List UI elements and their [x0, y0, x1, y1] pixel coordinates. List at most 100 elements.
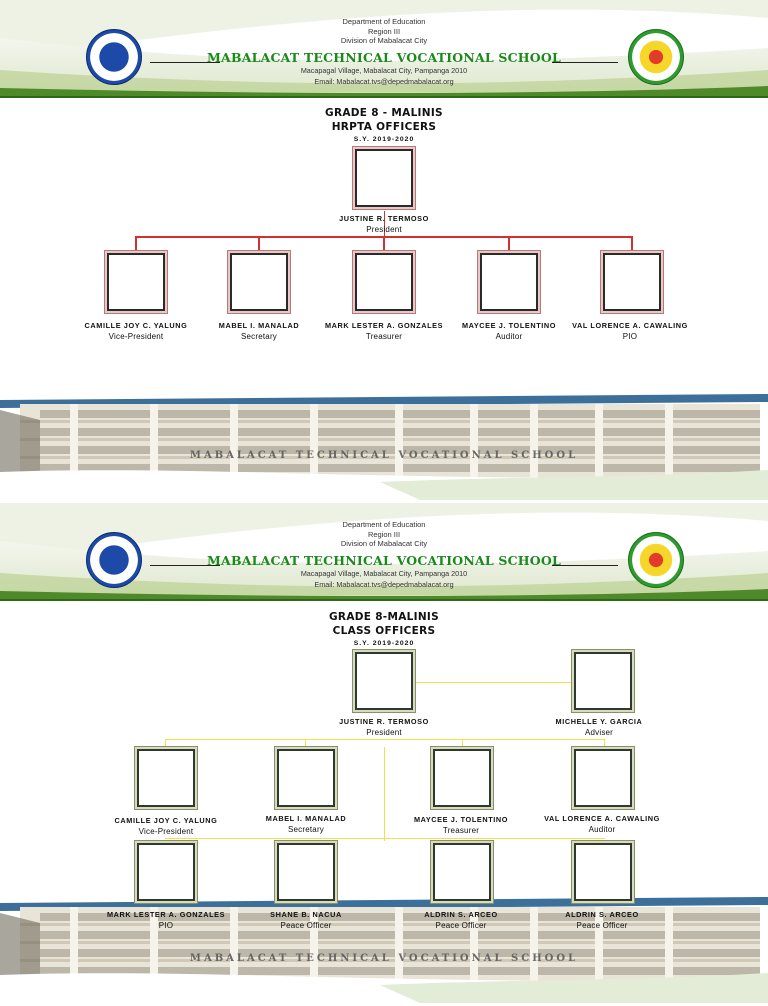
org-connector — [462, 739, 463, 749]
officer-card: VAL LORENCE A. CAWALING Auditor — [527, 813, 677, 835]
officer-name: VAL LORENCE A. CAWALING — [544, 814, 660, 823]
officer-name: CAMILLE JOY C. YALUNG — [114, 816, 218, 825]
officer-role: Auditor — [495, 332, 523, 341]
header-divider — [552, 62, 618, 63]
page-subtitle: CLASS OFFICERS — [332, 625, 436, 637]
officer-card: MAYCEE J. TOLENTINO Treasurer — [386, 814, 536, 836]
deped-seal-icon — [86, 532, 142, 588]
org-connector — [165, 739, 605, 740]
officer-role: Treasurer — [365, 332, 403, 341]
officer-card: MAYCEE J. TOLENTINO Auditor — [434, 320, 584, 342]
officer-name: SHANE B. NACUA — [270, 910, 342, 919]
officer-name: CAMILLE JOY C. YALUNG — [84, 321, 188, 330]
officer-card: CAMILLE JOY C. YALUNG Vice-President — [61, 320, 211, 342]
officer-name: MABEL I. MANALAD — [218, 321, 300, 330]
officer-card: MARK LESTER A. GONZALES Treasurer — [309, 320, 459, 342]
officer-role: PIO — [158, 921, 174, 930]
org-connector — [305, 739, 306, 749]
org-connector — [258, 236, 260, 253]
officer-photo-frame — [355, 652, 413, 710]
officer-card: SHANE B. NACUA Peace Officer — [231, 909, 381, 931]
org-connector — [165, 739, 166, 749]
deped-seal-icon — [86, 29, 142, 85]
letterhead-dept: Department of Education Region III Divis… — [0, 520, 768, 549]
officer-card: JUSTINE R. TERMOSO President — [309, 213, 459, 235]
org-connector — [384, 747, 385, 841]
officer-photo-frame — [137, 749, 195, 807]
officer-name: ALDRIN S. ARCEO — [424, 910, 498, 919]
page-subtitle: HRPTA OFFICERS — [331, 121, 437, 133]
officer-role: President — [366, 728, 402, 737]
officer-photo-frame — [433, 843, 491, 901]
officer-role: Peace Officer — [576, 921, 628, 930]
officer-role: Vice-President — [138, 827, 194, 836]
officer-photo-frame — [230, 253, 288, 311]
officer-photo-frame — [433, 749, 491, 807]
region-name: Region III — [367, 26, 401, 36]
officer-card: ALDRIN S. ARCEO Peace Officer — [527, 909, 677, 931]
officer-role: PIO — [622, 332, 638, 341]
division-name: Division of Mabalacat City — [340, 539, 428, 548]
org-connector — [631, 236, 633, 253]
school-seal-icon — [628, 532, 684, 588]
school-email: Email: Mabalacat.tvs@depedmabalacat.org — [314, 579, 454, 589]
region-name: Region III — [367, 529, 401, 539]
school-year: S.Y. 2019-2020 — [353, 136, 415, 143]
officer-card: ALDRIN S. ARCEO Peace Officer — [386, 909, 536, 931]
officer-photo-frame — [574, 652, 632, 710]
officer-name: MAYCEE J. TOLENTINO — [461, 321, 557, 330]
officer-role: Auditor — [588, 825, 616, 834]
officer-role: Peace Officer — [280, 921, 332, 930]
org-connector — [384, 211, 385, 236]
officer-name: JUSTINE R. TERMOSO — [339, 717, 429, 726]
page-title: GRADE 8 - MALINIS — [325, 107, 443, 119]
hrpta-officers-page: Department of Education Region III Divis… — [0, 0, 768, 500]
officer-name: ALDRIN S. ARCEO — [565, 910, 639, 919]
org-connector — [383, 236, 385, 253]
header-divider — [150, 62, 220, 63]
org-connector — [604, 739, 605, 749]
officer-photo-frame — [277, 843, 335, 901]
school-address: Macapagal Village, Mabalacat City, Pampa… — [300, 66, 468, 75]
page-title: GRADE 8-MALINIS — [329, 611, 439, 623]
officer-role: Secretary — [240, 332, 278, 341]
school-year: S.Y. 2019-2020 — [353, 640, 415, 647]
officer-name: MAYCEE J. TOLENTINO — [413, 815, 509, 824]
school-address: Macapagal Village, Mabalacat City, Pampa… — [300, 569, 468, 578]
officer-name: MARK LESTER A. GONZALES — [106, 910, 226, 919]
officer-photo-frame — [574, 843, 632, 901]
officer-name: MARK LESTER A. GONZALES — [324, 321, 444, 330]
header-divider — [552, 565, 618, 566]
officer-card: CAMILLE JOY C. YALUNG Vice-President — [91, 815, 241, 837]
officer-role: President — [366, 225, 402, 234]
officer-name: JUSTINE R. TERMOSO — [339, 214, 429, 223]
officer-photo-frame — [355, 253, 413, 311]
officer-photo-frame — [603, 253, 661, 311]
officer-card: MARK LESTER A. GONZALES PIO — [91, 909, 241, 931]
officer-name: VAL LORENCE A. CAWALING — [572, 321, 688, 330]
officer-role: Treasurer — [442, 826, 480, 835]
officer-card: VAL LORENCE A. CAWALING PIO — [555, 320, 705, 342]
division-name: Division of Mabalacat City — [340, 36, 428, 45]
officer-photo-frame — [480, 253, 538, 311]
officer-photo-frame — [355, 149, 413, 207]
school-name: MABALACAT TECHNICAL VOCATIONAL SCHOOL — [207, 50, 561, 65]
department-name: Department of Education — [342, 17, 426, 26]
org-connector — [508, 236, 510, 253]
org-connector — [165, 838, 605, 839]
officer-name: MICHELLE Y. GARCIA — [555, 717, 643, 726]
officer-card: JUSTINE R. TERMOSO President — [309, 716, 459, 738]
footer-watermark: MABALACAT TECHNICAL VOCATIONAL SCHOOL — [189, 450, 579, 461]
letterhead-contact: Macapagal Village, Mabalacat City, Pampa… — [0, 66, 768, 87]
class-officers-page: Department of Education Region III Divis… — [0, 503, 768, 1006]
footer-watermark: MABALACAT TECHNICAL VOCATIONAL SCHOOL — [189, 953, 579, 964]
officer-role: Vice-President — [108, 332, 164, 341]
officer-photo-frame — [574, 749, 632, 807]
school-name: MABALACAT TECHNICAL VOCATIONAL SCHOOL — [207, 553, 561, 568]
letterhead-dept: Department of Education Region III Divis… — [0, 17, 768, 46]
org-connector — [135, 236, 137, 253]
officer-photo-frame — [277, 749, 335, 807]
school-email: Email: Mabalacat.tvs@depedmabalacat.org — [314, 76, 454, 86]
officer-card: MICHELLE Y. GARCIA Adviser — [524, 716, 674, 738]
officer-name: MABEL I. MANALAD — [265, 814, 347, 823]
